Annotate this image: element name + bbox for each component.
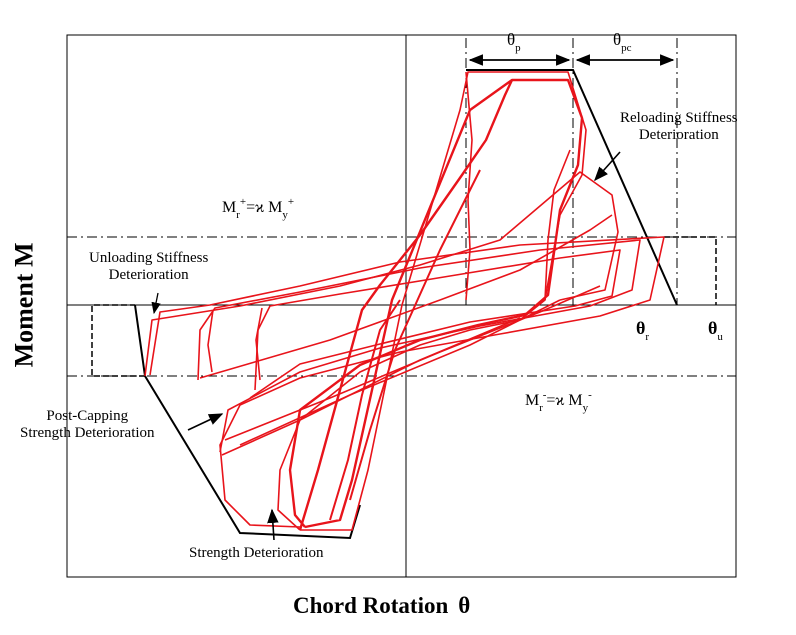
unloading-pointer-arrow bbox=[151, 292, 161, 315]
mr-neg-r: r bbox=[539, 402, 543, 414]
theta-r-symbol: θ bbox=[636, 318, 646, 338]
unloading-line-1: Unloading Stiffness bbox=[89, 250, 209, 266]
theta-pc-label: θpc bbox=[613, 30, 632, 54]
theta-p-subscript: p bbox=[515, 42, 521, 54]
strength-line-1: Strength Deterioration bbox=[189, 545, 324, 561]
x-axis-theta: θ bbox=[458, 593, 471, 618]
post-capping-annotation: Post-Capping Strength Deterioration bbox=[20, 408, 155, 443]
mr-pos-r: r bbox=[236, 209, 240, 221]
theta-p-label: θp bbox=[507, 30, 521, 54]
mr-negative-equation: Mr-=ϰ My- bbox=[525, 389, 592, 414]
theta-r-label: θr bbox=[636, 318, 649, 343]
residual-dashed-lines bbox=[91, 236, 717, 377]
theta-p-symbol: θ bbox=[507, 30, 516, 49]
mr-pos-m: M bbox=[222, 199, 237, 216]
mr-pos-eq: =ϰ M bbox=[246, 199, 283, 216]
post-capping-line-2: Strength Deterioration bbox=[20, 425, 155, 442]
post-capping-pointer-arrow bbox=[187, 413, 224, 431]
mr-neg-minus2: - bbox=[588, 389, 592, 401]
mr-neg-minus1: - bbox=[542, 389, 547, 401]
x-axis-text: Chord Rotation bbox=[293, 593, 449, 618]
reloading-annotation: Reloading Stiffness Deterioration bbox=[620, 110, 738, 145]
hysteresis-loops bbox=[144, 71, 665, 531]
reloading-pointer-arrow bbox=[594, 151, 621, 182]
strength-annotation: Strength Deterioration bbox=[189, 545, 324, 562]
plot-frame bbox=[66, 34, 737, 578]
strength-pointer-arrow bbox=[267, 508, 279, 541]
mr-neg-eq: =ϰ M bbox=[546, 392, 583, 409]
mr-pos-plus1: + bbox=[239, 196, 247, 208]
unloading-line-2: Deterioration bbox=[108, 267, 189, 284]
reloading-line-2: Deterioration bbox=[638, 127, 719, 144]
mr-pos-y: y bbox=[282, 209, 288, 221]
mr-neg-y: y bbox=[582, 402, 589, 414]
mr-neg-m: M bbox=[525, 392, 540, 409]
mr-positive-equation: Mr+=ϰ My+ bbox=[222, 196, 295, 221]
mr-pos-plus2: + bbox=[287, 196, 295, 208]
y-axis-text: Moment M bbox=[9, 242, 39, 368]
unloading-annotation: Unloading Stiffness Deterioration bbox=[89, 250, 208, 285]
y-axis-title: Moment M bbox=[10, 242, 40, 367]
theta-u-subscript: u bbox=[717, 331, 723, 343]
theta-r-subscript: r bbox=[645, 331, 650, 343]
theta-u-symbol: θ bbox=[708, 318, 718, 338]
theta-pc-symbol: θ bbox=[613, 30, 622, 49]
x-axis-title: Chord Rotation θ bbox=[293, 593, 470, 619]
reloading-line-1: Reloading Stiffness bbox=[620, 110, 738, 126]
theta-pc-subscript: pc bbox=[621, 42, 632, 54]
theta-u-label: θu bbox=[708, 318, 723, 343]
post-capping-line-1: Post-Capping bbox=[46, 408, 129, 424]
